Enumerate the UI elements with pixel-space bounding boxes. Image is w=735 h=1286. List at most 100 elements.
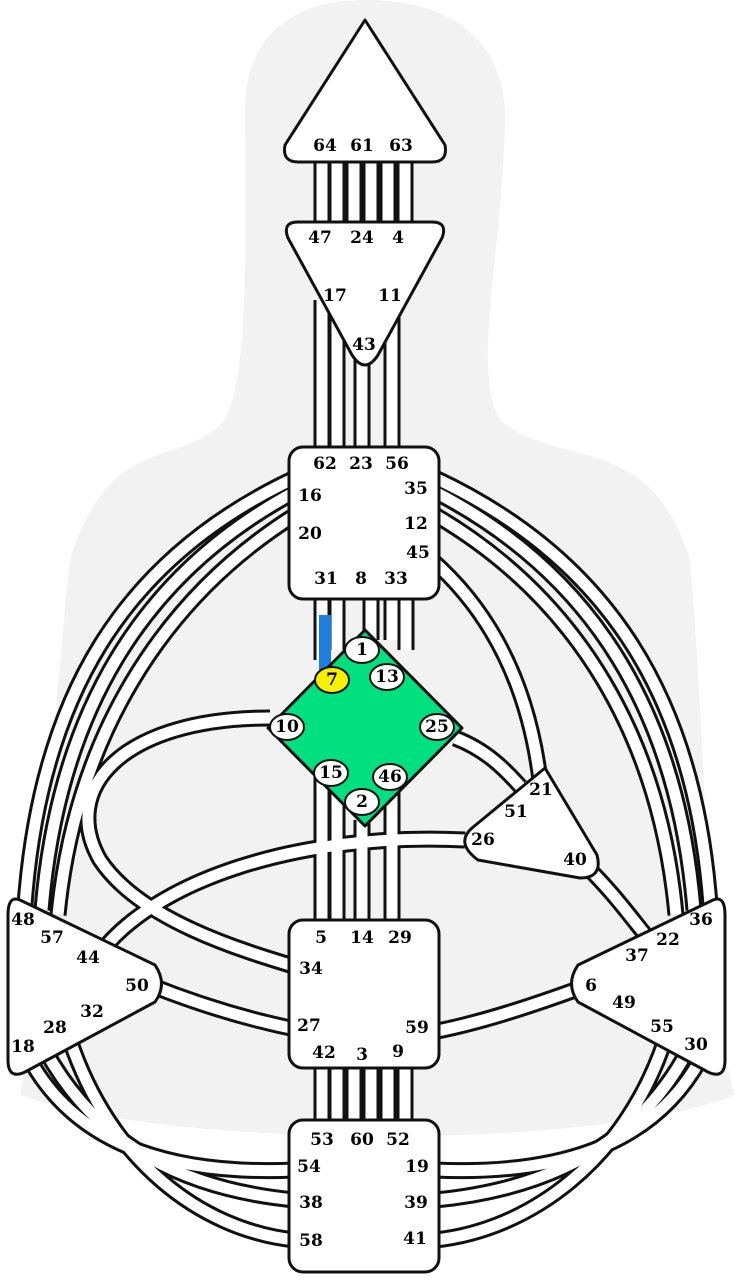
- gate-63-label[interactable]: 63: [389, 136, 413, 156]
- channel-fill: [64, 1038, 296, 1246]
- gate-20-label[interactable]: 20: [298, 524, 322, 544]
- gate-24-label[interactable]: 24: [350, 228, 374, 248]
- gate-10-label[interactable]: 10: [275, 717, 299, 737]
- gate-30-label[interactable]: 30: [684, 1035, 708, 1055]
- gate-25-label[interactable]: 25: [425, 717, 449, 737]
- gate-1-label[interactable]: 1: [356, 640, 368, 660]
- gate-29-label[interactable]: 29: [388, 928, 412, 948]
- gate-61-label[interactable]: 61: [350, 136, 374, 156]
- gate-37-label[interactable]: 37: [625, 946, 649, 966]
- gate-7-label[interactable]: 7: [326, 670, 338, 690]
- gate-28-label[interactable]: 28: [43, 1018, 67, 1038]
- channel-fill: [19, 473, 298, 906]
- gate-2-label[interactable]: 2: [356, 792, 368, 812]
- gate-52-label[interactable]: 52: [386, 1130, 410, 1150]
- gate-33-label[interactable]: 33: [384, 569, 408, 589]
- gate-5-label[interactable]: 5: [315, 928, 327, 948]
- gate-12-label[interactable]: 12: [404, 514, 428, 534]
- gate-13-label[interactable]: 13: [375, 667, 399, 687]
- center-shape: [6, 897, 163, 1076]
- gate-3-label[interactable]: 3: [356, 1045, 368, 1065]
- gate-39-label[interactable]: 39: [404, 1193, 428, 1213]
- gate-25-marker: [419, 713, 455, 741]
- channel-fill: [432, 510, 682, 916]
- gate-53-label[interactable]: 53: [310, 1130, 334, 1150]
- gate-49-label[interactable]: 49: [612, 993, 636, 1013]
- center-root[interactable]: 53 60 52 54 19 38 39 58 41: [287, 1118, 441, 1274]
- gate-54-label[interactable]: 54: [297, 1157, 321, 1177]
- channel-fill: [434, 1038, 671, 1246]
- channel-fill: [431, 984, 577, 1038]
- activations-layer: [319, 615, 331, 670]
- gate-38-label[interactable]: 38: [299, 1193, 323, 1213]
- gate-21-label[interactable]: 21: [529, 780, 553, 800]
- gate-6-label[interactable]: 6: [585, 976, 597, 996]
- gate-50-label[interactable]: 50: [125, 976, 149, 996]
- center-shape: [287, 1118, 441, 1274]
- gate-43-label[interactable]: 43: [352, 335, 376, 355]
- gate-41-label[interactable]: 41: [403, 1229, 427, 1249]
- gate-64-label[interactable]: 64: [313, 136, 337, 156]
- gate-47-label[interactable]: 47: [308, 228, 332, 248]
- gate-8-label[interactable]: 8: [355, 569, 367, 589]
- gate-59-label[interactable]: 59: [405, 1018, 429, 1038]
- gate-7-marker: [314, 666, 350, 694]
- channel-fill: [52, 510, 298, 916]
- gate-15-marker: [313, 759, 349, 787]
- gate-40-label[interactable]: 40: [563, 850, 587, 870]
- gate-1-marker: [344, 636, 380, 664]
- center-shape: [287, 445, 441, 601]
- gate-17-label[interactable]: 17: [323, 286, 347, 306]
- gate-22-label[interactable]: 22: [656, 930, 680, 950]
- gate-46-marker: [372, 763, 408, 791]
- channel-fill: [147, 979, 302, 1036]
- gate-35-label[interactable]: 35: [404, 479, 428, 499]
- gate-18-label[interactable]: 18: [11, 1037, 35, 1057]
- gate-2-marker: [344, 788, 380, 816]
- gate-42-label[interactable]: 42: [312, 1043, 336, 1063]
- gate-51-label[interactable]: 51: [504, 802, 528, 822]
- gate-19-label[interactable]: 19: [405, 1157, 429, 1177]
- gate-46-label[interactable]: 46: [378, 767, 402, 787]
- center-g[interactable]: 17 13 10 25 15 46 2: [266, 628, 464, 828]
- channel-fill: [432, 487, 700, 911]
- gate-16-label[interactable]: 16: [298, 486, 322, 506]
- gate-27-label[interactable]: 27: [297, 1016, 321, 1036]
- channels-layer: [16, 160, 719, 1249]
- gate-56-label[interactable]: 56: [385, 454, 409, 474]
- gate-31-label[interactable]: 31: [314, 569, 338, 589]
- center-solar-plexus[interactable]: 36 22 37 6 49 55 30: [570, 897, 727, 1076]
- gate-26-label[interactable]: 26: [471, 830, 495, 850]
- gate-62-label[interactable]: 62: [313, 454, 337, 474]
- gate-32-label[interactable]: 32: [80, 1002, 104, 1022]
- gate-45-label[interactable]: 45: [406, 543, 430, 563]
- center-shape: [283, 18, 447, 164]
- gate-34-label[interactable]: 34: [299, 959, 323, 979]
- gate-11-label[interactable]: 11: [378, 286, 402, 306]
- gate-4-label[interactable]: 4: [392, 228, 404, 248]
- gate-58-label[interactable]: 58: [299, 1231, 323, 1251]
- gate-10-marker: [269, 713, 305, 741]
- center-throat[interactable]: 62 23 56 16 35 12 20 45 31 8 33: [287, 445, 441, 601]
- gate-13-marker: [369, 663, 405, 691]
- center-ajna[interactable]: 47 24 4 17 11 43: [284, 220, 446, 367]
- gate-36-label[interactable]: 36: [689, 910, 713, 930]
- gate-9-label[interactable]: 9: [392, 1042, 404, 1062]
- gate-57-label[interactable]: 57: [40, 928, 64, 948]
- center-sacral[interactable]: 5 14 29 34 27 59 42 3 9: [287, 918, 441, 1070]
- gate-14-label[interactable]: 14: [350, 928, 374, 948]
- center-head[interactable]: 64 61 63: [283, 18, 447, 164]
- channel-fill: [40, 1047, 296, 1206]
- gate-23-label[interactable]: 23: [349, 454, 373, 474]
- center-shape: [287, 918, 441, 1070]
- gate-44-label[interactable]: 44: [76, 948, 100, 968]
- gate-55-label[interactable]: 55: [650, 1017, 674, 1037]
- gate-60-label[interactable]: 60: [350, 1130, 374, 1150]
- gate-15-label[interactable]: 15: [319, 763, 343, 783]
- gate-7-activation-line: [319, 615, 331, 670]
- gate-48-label[interactable]: 48: [11, 910, 35, 930]
